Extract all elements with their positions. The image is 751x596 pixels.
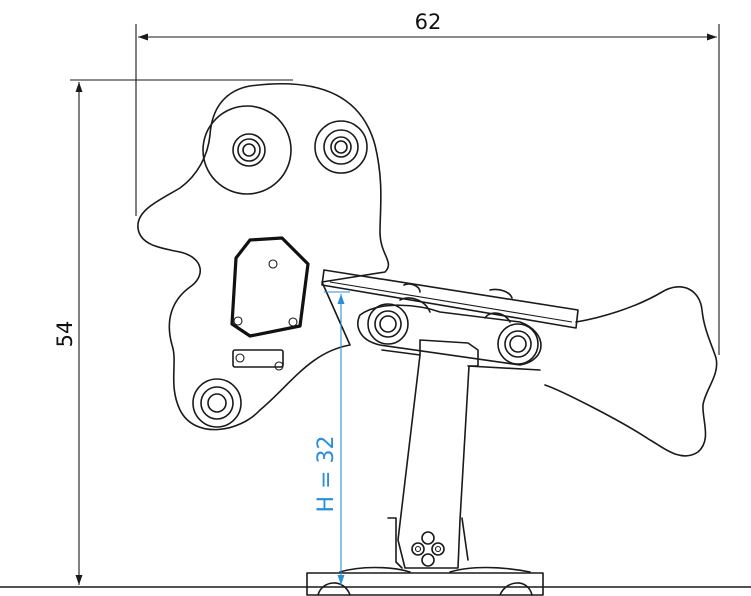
seat-height-dimension: H = 32 <box>314 291 350 585</box>
name-plate <box>232 349 284 371</box>
seat-height-label: H = 32 <box>314 436 339 513</box>
bird-tail-outline <box>544 286 718 457</box>
seat-board <box>321 269 579 329</box>
width-dimension: 62 <box>135 10 720 355</box>
height-dimension-label: 54 <box>53 321 77 348</box>
width-dimension-label: 62 <box>415 10 442 34</box>
base-bolt-cluster <box>411 531 445 567</box>
base-mount <box>306 517 544 596</box>
seat-support-bracket <box>357 283 542 366</box>
bird-body-outline <box>137 83 390 431</box>
head-ring-outline <box>202 105 292 195</box>
eye-bolt-left <box>232 133 266 167</box>
roller-left <box>367 303 409 345</box>
lower-bolt <box>192 378 242 428</box>
support-post <box>381 339 541 569</box>
eye-bolt-right <box>314 120 368 174</box>
height-dimension: 54 <box>53 79 293 585</box>
handle-plate <box>230 236 310 338</box>
roller-right <box>497 323 539 365</box>
